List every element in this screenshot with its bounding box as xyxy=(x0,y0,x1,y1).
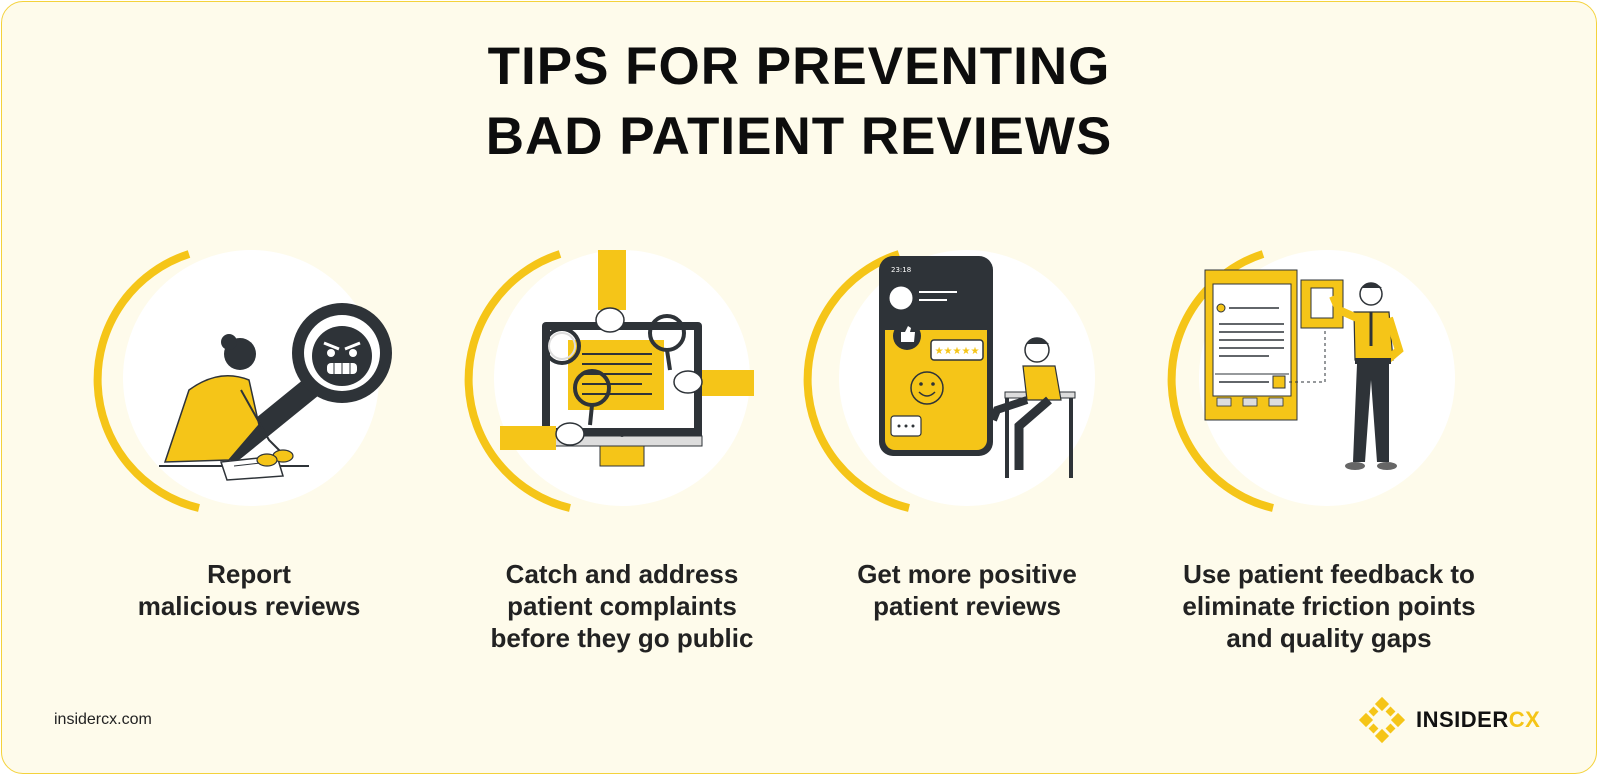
tip-label: Use patient feedback to eliminate fricti… xyxy=(1182,559,1476,653)
footer-url[interactable]: insidercx.com xyxy=(54,711,152,728)
tip-label: Catch and address patient complaints bef… xyxy=(490,559,754,653)
rating-stars: ★★★★★ xyxy=(935,346,980,357)
brand-main: INSIDER xyxy=(1416,707,1509,732)
feedback-form-person-icon xyxy=(1167,250,1455,512)
phone-positive-reviews-icon: 23:18 ★★★★★ xyxy=(803,250,1095,512)
insidercx-logo-icon xyxy=(1358,696,1406,744)
tip-positive-reviews: 23:18 ★★★★★ xyxy=(787,250,1147,622)
tip-catch-complaints: Catch and address patient complaints bef… xyxy=(442,250,802,654)
title-line-1: TIPS FOR PREVENTING xyxy=(487,37,1111,96)
tip-use-feedback: Use patient feedback to eliminate fricti… xyxy=(1149,250,1509,654)
monitor-magnifiers-icon xyxy=(464,250,754,512)
brand-wordmark: INSIDERCX xyxy=(1416,707,1540,733)
brand-logo: INSIDERCX xyxy=(1358,696,1540,744)
phone-time: 23:18 xyxy=(891,266,911,274)
tip-label: Get more positive patient reviews xyxy=(857,559,1077,621)
tip-report-malicious: Report malicious reviews xyxy=(69,250,429,622)
brand-accent: CX xyxy=(1508,707,1541,732)
magnifier-angry-face-icon xyxy=(93,250,392,512)
page-title: TIPS FOR PREVENTING BAD PATIENT REVIEWS xyxy=(2,32,1596,172)
tip-label: Report malicious reviews xyxy=(137,559,361,621)
title-line-2: BAD PATIENT REVIEWS xyxy=(485,107,1113,166)
